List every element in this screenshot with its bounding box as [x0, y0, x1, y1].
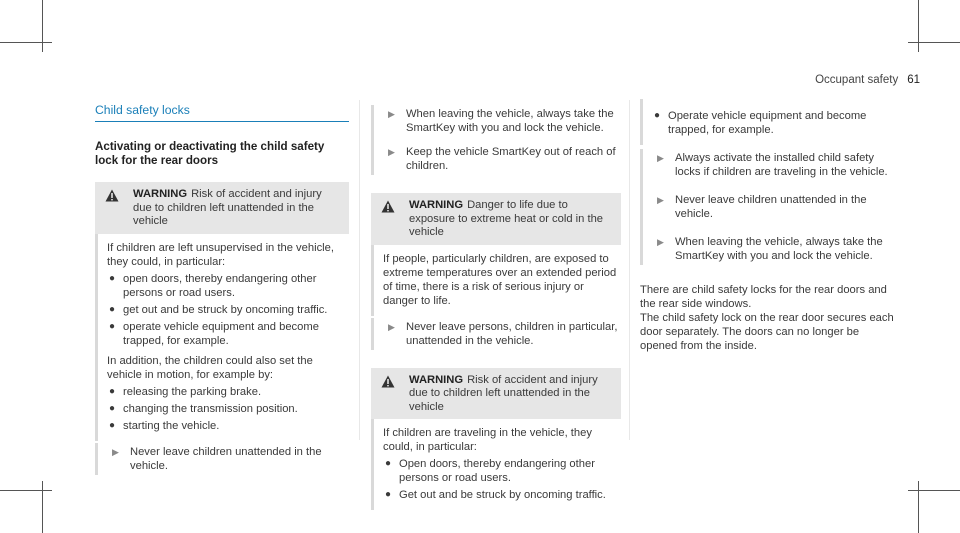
instruction-step: ▶ Never leave children unattended in the … [657, 193, 898, 221]
bullet: ● [109, 419, 116, 431]
warning-body: If children are traveling in the vehicle… [371, 419, 621, 510]
column-2: ▶ When leaving the vehicle, always take t… [371, 99, 621, 520]
list-item-text: get out and be struck by oncoming traffi… [123, 303, 328, 316]
list-item: ● Get out and be struck by oncoming traff… [383, 488, 621, 502]
instruction-steps: ▶ Always activate the installed child saf… [640, 149, 898, 265]
warning-intro: If children are traveling in the vehicle… [383, 427, 592, 453]
warning-triangle-icon [381, 200, 395, 216]
bullet: ● [109, 320, 116, 332]
arrow-icon: ▶ [657, 153, 664, 163]
warning-triangle-icon [381, 375, 395, 391]
warning-triangle-icon [105, 189, 119, 205]
list-item-text: operate vehicle equipment and become tra… [123, 320, 319, 347]
crop-mark [0, 490, 52, 491]
paragraph: There are child safety locks for the rea… [640, 284, 887, 310]
warning-keyword: WARNING [409, 373, 464, 386]
crop-mark [42, 0, 43, 52]
crop-mark [908, 42, 960, 43]
list-item: ● changing the transmission position. [107, 402, 349, 416]
list-item: ● open doors, thereby endangering other p… [107, 272, 349, 300]
bullet: ● [109, 272, 116, 284]
list-item-text: Operate vehicle equipment and become tra… [668, 110, 867, 136]
page-number: 61 [907, 74, 920, 86]
step-text: Always activate the installed child safe… [675, 152, 888, 178]
section-title: Child safety locks [95, 103, 349, 122]
step-text: Keep the vehicle SmartKey out of reach o… [406, 146, 616, 172]
step-text: Never leave children unattended in the v… [130, 445, 322, 472]
list-item-text: releasing the parking brake. [123, 385, 262, 398]
column-1: Child safety locks Activating or deactiv… [95, 99, 349, 485]
header-section: Occupant safety [815, 74, 899, 86]
list-item-text: open doors, thereby endangering other pe… [123, 272, 317, 299]
body-text: There are child safety locks for the rea… [640, 283, 898, 353]
instruction-step: ▶ Never leave persons, children in partic… [388, 320, 621, 348]
step-text: When leaving the vehicle, always take th… [675, 236, 883, 262]
crop-mark [918, 0, 919, 52]
warning-keyword: WARNING [409, 199, 464, 211]
paragraph: The child safety lock on the rear door s… [640, 312, 894, 352]
list-item-text: Open doors, thereby endangering other pe… [399, 458, 595, 484]
warning-continuation: ● Operate vehicle equipment and become tr… [640, 99, 898, 145]
bullet: ● [385, 458, 392, 469]
arrow-icon: ▶ [388, 109, 395, 119]
instruction-steps: ▶ When leaving the vehicle, always take t… [371, 105, 621, 175]
instruction-step: ▶ When leaving the vehicle, always take t… [657, 235, 898, 263]
warning-paragraph: If people, particularly children, are ex… [383, 252, 617, 307]
list-item: ● Operate vehicle equipment and become tr… [652, 109, 898, 137]
list-item: ● starting the vehicle. [107, 419, 349, 433]
list-item: ● operate vehicle equipment and become tr… [107, 320, 349, 348]
warning-text: Risk of accident and injury due to child… [409, 373, 598, 413]
crop-mark [908, 490, 960, 491]
arrow-icon: ▶ [657, 195, 664, 205]
warning-text: Danger to life due to exposure to extrem… [409, 199, 604, 238]
bullet: ● [109, 402, 116, 414]
crop-mark [918, 481, 919, 533]
instruction-step: ▶ When leaving the vehicle, always take t… [388, 107, 621, 135]
instruction-step: ▶ Never leave children unattended in the … [112, 445, 349, 473]
step-text: Never leave persons, children in particu… [406, 320, 618, 347]
bullet: ● [385, 489, 392, 500]
arrow-icon: ▶ [388, 147, 395, 157]
step-text: Never leave children unattended in the v… [675, 194, 867, 220]
list-item: ● get out and be struck by oncoming traff… [107, 303, 349, 317]
warning-keyword: WARNING [133, 188, 188, 200]
warning-body: If people, particularly children, are ex… [371, 244, 621, 316]
instruction-steps: ▶ Never leave persons, children in partic… [371, 317, 621, 350]
arrow-icon: ▶ [112, 446, 119, 457]
bullet: ● [654, 110, 661, 121]
list-item-text: changing the transmission position. [123, 402, 298, 415]
instruction-steps: ▶ Never leave children unattended in the … [95, 442, 349, 475]
column-3: ● Operate vehicle equipment and become tr… [640, 99, 898, 353]
list-item-text: starting the vehicle. [123, 419, 220, 432]
step-text: When leaving the vehicle, always take th… [406, 108, 614, 134]
warning-text: Risk of accident and injury due to child… [133, 188, 322, 227]
instruction-step: ▶ Keep the vehicle SmartKey out of reach … [388, 145, 621, 173]
crop-mark [0, 42, 52, 43]
bullet: ● [109, 303, 116, 315]
page-header: Occupant safety 61 [815, 74, 920, 86]
list-item: ● releasing the parking brake. [107, 385, 349, 399]
warning-intro: If children are left unsupervised in the… [107, 241, 334, 268]
column-divider [359, 100, 360, 440]
list-item: ● Open doors, thereby endangering other p… [383, 457, 621, 485]
column-divider [629, 100, 630, 440]
arrow-icon: ▶ [657, 237, 664, 247]
subheading: Activating or deactivating the child saf… [95, 140, 325, 167]
warning-intro: In addition, the children could also set… [107, 354, 313, 381]
warning-body: If children are left unsupervised in the… [95, 233, 349, 441]
instruction-step: ▶ Always activate the installed child saf… [657, 151, 898, 179]
bullet: ● [109, 385, 116, 397]
crop-mark [42, 481, 43, 533]
list-item-text: Get out and be struck by oncoming traffi… [399, 489, 606, 501]
arrow-icon: ▶ [388, 321, 395, 332]
